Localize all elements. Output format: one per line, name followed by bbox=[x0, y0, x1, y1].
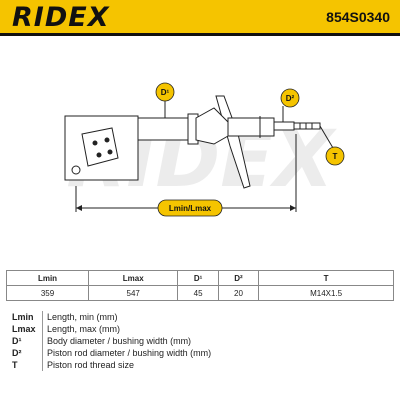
bracket-bolt-hole-2 bbox=[104, 137, 110, 143]
mounting-bracket bbox=[81, 127, 119, 167]
legend-key: D² bbox=[12, 348, 22, 358]
header-bar: RIDEX 854S0340 bbox=[0, 0, 400, 36]
spec-header-lmin: Lmin bbox=[5, 270, 90, 286]
legend-item: Lmin Length, min (mm) bbox=[12, 311, 211, 323]
spec-value-t: M14X1.5 bbox=[258, 285, 394, 301]
legend-item: D¹ Body diameter / bushing width (mm) bbox=[12, 335, 211, 347]
d1-label: D¹ bbox=[161, 88, 170, 97]
upper-tube bbox=[227, 117, 275, 137]
legend-text: Length, max (mm) bbox=[42, 323, 120, 335]
t-label: T bbox=[333, 152, 338, 161]
length-label: Lmin/Lmax bbox=[169, 204, 212, 213]
legend-key: Lmin bbox=[12, 312, 34, 322]
legend-item: D² Piston rod diameter / bushing width (… bbox=[12, 347, 211, 359]
spec-header-t: T bbox=[258, 270, 394, 286]
spec-header-row: Lmin Lmax D¹ D² T bbox=[5, 270, 394, 286]
bracket-bolt-hole-1 bbox=[92, 140, 98, 146]
bracket-bolt-hole-3 bbox=[96, 152, 102, 158]
piston-rod bbox=[273, 121, 295, 131]
legend-item: Lmax Length, max (mm) bbox=[12, 323, 211, 335]
legend-key: Lmax bbox=[12, 324, 36, 334]
d2-label: D² bbox=[286, 94, 295, 103]
shock-absorber-diagram: RIDEX bbox=[64, 82, 345, 217]
legend-text: Length, min (mm) bbox=[42, 311, 118, 323]
main-tube bbox=[137, 117, 197, 141]
t-badge bbox=[325, 146, 345, 166]
part-number: 854S0340 bbox=[326, 9, 390, 25]
spec-value-row: 359 547 45 20 M14X1.5 bbox=[5, 285, 394, 301]
dim-arrow-right bbox=[290, 205, 296, 211]
spec-header-d2: D² bbox=[217, 270, 260, 286]
brand-logo: RIDEX bbox=[12, 2, 110, 33]
legend: Lmin Length, min (mm) Lmax Length, max (… bbox=[12, 311, 211, 371]
legend-item: T Piston rod thread size bbox=[12, 359, 211, 371]
rod-thread bbox=[293, 122, 321, 130]
spec-header-lmax: Lmax bbox=[88, 270, 179, 286]
t-leader bbox=[319, 125, 334, 149]
legend-text: Piston rod diameter / bushing width (mm) bbox=[42, 347, 211, 359]
spec-value-lmax: 547 bbox=[88, 285, 179, 301]
spec-value-lmin: 359 bbox=[5, 285, 90, 301]
bracket-eye bbox=[71, 165, 81, 175]
dim-arrow-left bbox=[76, 205, 82, 211]
legend-key: D¹ bbox=[12, 336, 22, 346]
legend-key: T bbox=[12, 360, 18, 370]
length-badge bbox=[157, 199, 223, 217]
spec-header-d1: D¹ bbox=[177, 270, 219, 286]
legend-text: Body diameter / bushing width (mm) bbox=[42, 335, 191, 347]
d1-badge bbox=[155, 82, 175, 102]
bracket-bolt-hole-4 bbox=[107, 149, 113, 155]
legend-text: Piston rod thread size bbox=[42, 359, 134, 371]
d2-badge bbox=[280, 88, 300, 108]
spec-table: Lmin Lmax D¹ D² T 359 547 45 20 M14X1.5 bbox=[5, 270, 394, 301]
spec-value-d2: 20 bbox=[217, 285, 260, 301]
spec-value-d1: 45 bbox=[177, 285, 219, 301]
